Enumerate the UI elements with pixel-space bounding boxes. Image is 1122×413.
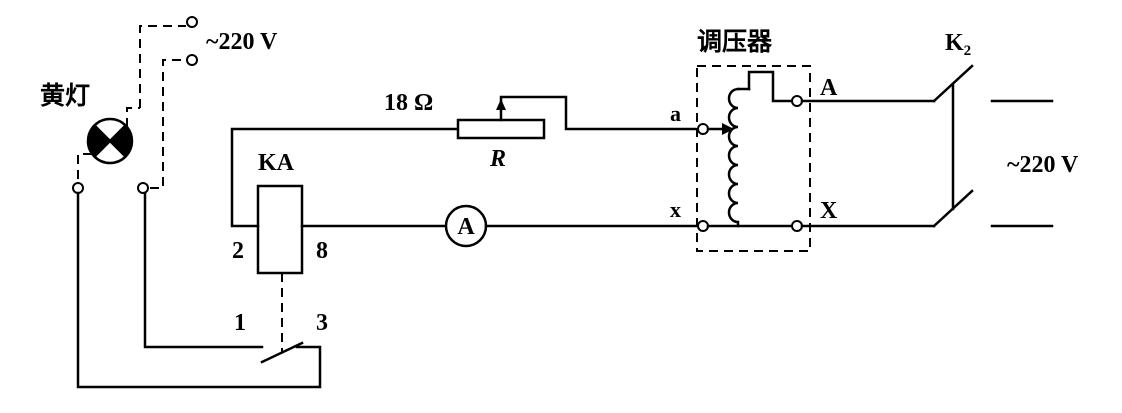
source-top-terminal-2 xyxy=(186,54,198,66)
regulator-wiper-arrow xyxy=(722,123,734,135)
yellow-lamp xyxy=(86,117,134,165)
lamp-dashed-lead-left xyxy=(77,153,92,180)
terminal-X-output xyxy=(791,220,803,232)
resistor-wiper-arrow xyxy=(496,99,506,110)
source-top-label: ~220 V xyxy=(206,29,278,55)
regulator-box xyxy=(696,65,811,252)
terminal-X-label: X xyxy=(820,198,838,224)
switch-label-sub: 2 xyxy=(964,43,972,59)
regulator-coil xyxy=(727,87,740,228)
regulator-label: 调压器 xyxy=(697,27,773,56)
resistor-r xyxy=(456,118,546,140)
resistor-name: R xyxy=(489,146,506,172)
resistor-value: 18 Ω xyxy=(384,90,433,116)
dashed-wire-to-source-bottom xyxy=(150,59,186,189)
dashed-wire-to-source-top xyxy=(139,25,186,108)
relay-label: KA xyxy=(258,150,295,176)
terminal-a-label: a xyxy=(670,101,681,126)
switch-label: K2 xyxy=(945,30,971,59)
terminal-A-output xyxy=(791,95,803,107)
lamp-dashed-lead-right xyxy=(126,107,140,127)
terminal-a-input xyxy=(697,123,709,135)
lamp-label: 黄灯 xyxy=(40,81,90,110)
terminal-A-label: A xyxy=(820,75,838,101)
source-top-terminal-1 xyxy=(186,16,198,28)
relay-pin-2: 2 xyxy=(232,238,244,264)
terminal-x-label: x xyxy=(670,197,681,222)
switch-label-main: K xyxy=(945,30,964,56)
wire-coil-to-A xyxy=(747,70,794,103)
lamp-terminal-left xyxy=(72,182,84,194)
lamp-terminal-right xyxy=(137,182,149,194)
relay-contact-blade xyxy=(260,341,304,364)
contact-pin-1: 1 xyxy=(234,310,246,336)
contact-pin-3: 3 xyxy=(316,310,328,336)
relay-pin-8: 8 xyxy=(316,238,328,264)
relay-coil xyxy=(256,184,304,275)
wire-relay-to-resistor xyxy=(230,127,460,228)
source-right-label: ~220 V xyxy=(1007,152,1079,178)
ammeter-symbol: A xyxy=(457,214,475,240)
terminal-x-input xyxy=(697,220,709,232)
wire-contact-1 xyxy=(143,191,264,349)
wire-contact-3 xyxy=(76,191,322,389)
